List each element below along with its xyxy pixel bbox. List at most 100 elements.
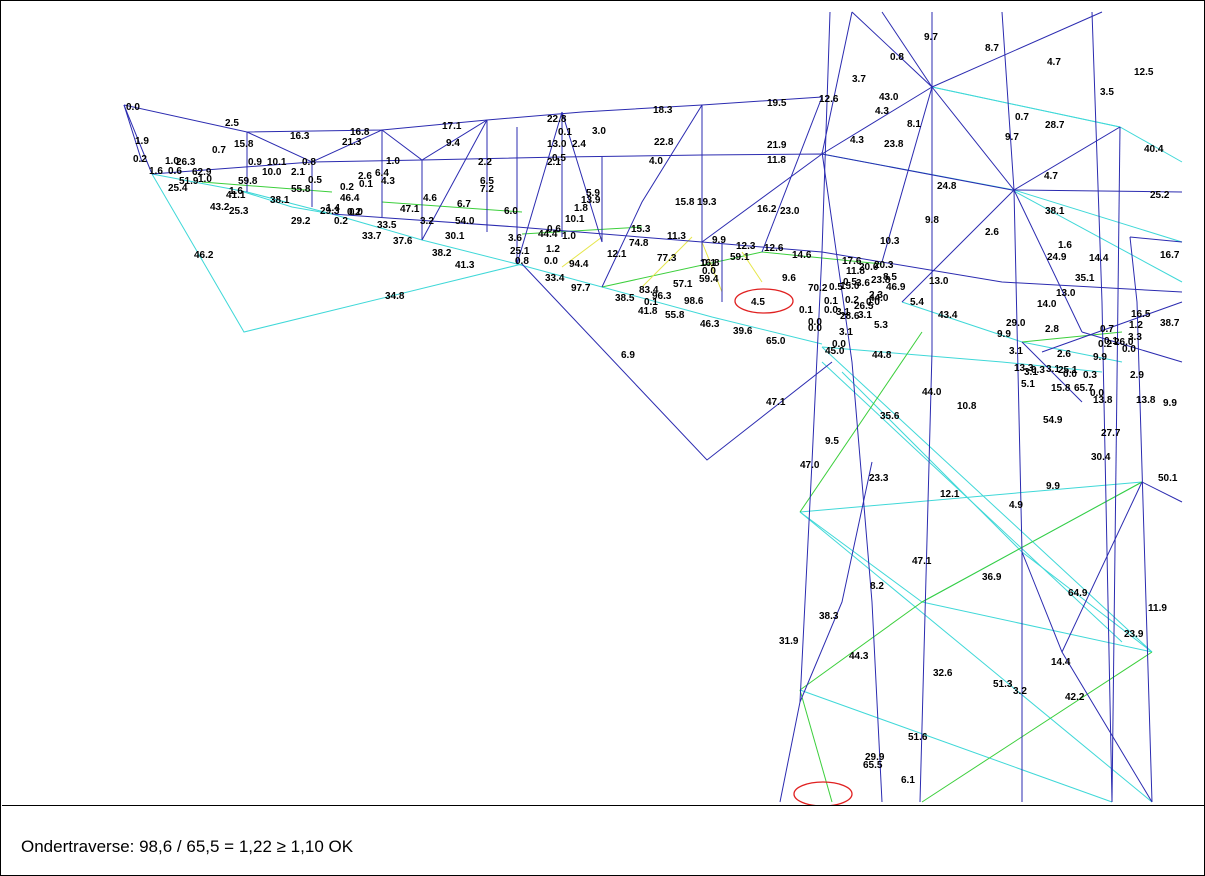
member-label: 44.8 bbox=[872, 350, 892, 361]
member-label: 16.8 bbox=[350, 127, 370, 138]
member-label: 16.7 bbox=[1160, 250, 1180, 261]
member-label: 4.5 bbox=[751, 297, 765, 308]
member-label: 0.8 bbox=[515, 256, 529, 267]
member-label: 3.7 bbox=[852, 74, 866, 85]
member-label: 38.1 bbox=[1045, 206, 1065, 217]
member-label: 23.3 bbox=[869, 473, 889, 484]
member-label: 4.0 bbox=[649, 156, 663, 167]
member-label: 0.2 bbox=[845, 295, 859, 306]
member-label: 44.4 bbox=[538, 229, 558, 240]
caption-divider bbox=[2, 805, 1205, 806]
member-label: 46.9 bbox=[886, 282, 906, 293]
member-label: 16.5 bbox=[1131, 309, 1151, 320]
member-label: 5.3 bbox=[874, 320, 888, 331]
member-label: 9.9 bbox=[997, 329, 1011, 340]
member-label: 11.3 bbox=[667, 231, 686, 242]
member-label: 26.0 bbox=[1114, 337, 1134, 348]
member-label: 59.4 bbox=[699, 274, 719, 285]
member-label: 59.1 bbox=[730, 252, 750, 263]
member-label: 15.8 bbox=[675, 197, 695, 208]
member-label: 24.8 bbox=[937, 181, 957, 192]
member-label: 13.8 bbox=[1136, 395, 1156, 406]
member-label: 43.2 bbox=[210, 202, 230, 213]
member-label: 19.3 bbox=[697, 197, 717, 208]
member-label: 1.4 bbox=[326, 203, 340, 214]
member-label: 51.9 bbox=[179, 176, 199, 187]
member-label: 12.5 bbox=[1134, 67, 1154, 78]
tower-structure-diagram: 0.01.92.516.316.821.317.19.422.80.113.02… bbox=[123, 11, 1183, 805]
member-label: 0.8 bbox=[302, 157, 316, 168]
member-label: 55.8 bbox=[665, 310, 685, 321]
member-label: 33.4 bbox=[545, 273, 565, 284]
member-label: 6.9 bbox=[621, 350, 635, 361]
member-label: 3.2 bbox=[420, 216, 434, 227]
member-label: 0.0 bbox=[1090, 388, 1104, 399]
member-label: 29.3 bbox=[320, 206, 340, 217]
member-label: 41.1 bbox=[226, 190, 246, 201]
member-label: 38.3 bbox=[819, 611, 839, 622]
caption-text: Ondertraverse: 98,6 / 65,5 = 1,22 ≥ 1,10… bbox=[21, 837, 354, 856]
member-label: 39.6 bbox=[733, 326, 753, 337]
member-label: 1.6 bbox=[229, 186, 243, 197]
member-label: 12.6 bbox=[764, 243, 784, 254]
member-label: 7.2 bbox=[480, 184, 494, 195]
member-label: 38.2 bbox=[432, 248, 452, 259]
member-label: 4.7 bbox=[1047, 57, 1061, 68]
member-label: 3.3 bbox=[1128, 332, 1142, 343]
member-label: 0.6 bbox=[168, 166, 182, 177]
member-label: 13.8 bbox=[1093, 395, 1113, 406]
member-label: 64.9 bbox=[1068, 588, 1088, 599]
member-label: 0.0 bbox=[824, 305, 838, 316]
member-label: 0.6 bbox=[547, 224, 561, 235]
member-label: 23.0 bbox=[780, 206, 800, 217]
member-label: 4.9 bbox=[1009, 500, 1023, 511]
member-label: 5.4 bbox=[910, 297, 924, 308]
member-label: 30.4 bbox=[1091, 452, 1111, 463]
member-label: 14.0 bbox=[1037, 299, 1057, 310]
member-label: 25.2 bbox=[1150, 190, 1170, 201]
member-label: 35.1 bbox=[1075, 273, 1095, 284]
member-label: 21.3 bbox=[342, 137, 362, 148]
member-label: 0.1 bbox=[644, 297, 658, 308]
member-label: 28.7 bbox=[1045, 120, 1065, 131]
member-label: 46.2 bbox=[194, 250, 214, 261]
member-label: 38.5 bbox=[615, 293, 635, 304]
member-label: 41.8 bbox=[638, 306, 658, 317]
member-label: 12.6 bbox=[819, 94, 839, 105]
member-label: 27.7 bbox=[1101, 428, 1121, 439]
highlight-ring-65-5 bbox=[793, 781, 853, 805]
member-label: 10.8 bbox=[957, 401, 977, 412]
member-label: 6.0 bbox=[504, 206, 518, 217]
member-label: 94.4 bbox=[569, 259, 589, 270]
member-label: 47.1 bbox=[912, 556, 932, 567]
member-label: 9.9 bbox=[1163, 398, 1177, 409]
member-label: 70.2 bbox=[808, 283, 828, 294]
member-label: 62.9 bbox=[192, 167, 212, 178]
member-label: 23.8 bbox=[884, 139, 904, 150]
member-label: 50.1 bbox=[1158, 473, 1178, 484]
member-label: 0.1 bbox=[1104, 336, 1118, 347]
member-label: 2.5 bbox=[225, 118, 239, 129]
member-label: 43.0 bbox=[879, 92, 899, 103]
member-label: 8.2 bbox=[870, 581, 884, 592]
member-label: 74.8 bbox=[629, 238, 649, 249]
members-mid-utilization bbox=[201, 181, 1153, 803]
member-label: 0.7 bbox=[212, 145, 226, 156]
members-high-utilization bbox=[561, 236, 763, 293]
member-label: 0.2 bbox=[334, 216, 348, 227]
highlight-ring-98-6 bbox=[734, 288, 794, 314]
member-label: 1.6 bbox=[149, 166, 163, 177]
member-label: 31.9 bbox=[779, 636, 799, 647]
member-label: 45.0 bbox=[825, 346, 845, 357]
member-label: 11.9 bbox=[1148, 603, 1167, 614]
member-label: 33.5 bbox=[377, 220, 397, 231]
member-label: 0.1 bbox=[558, 127, 572, 138]
member-label: 16.2 bbox=[757, 204, 777, 215]
member-label: 8.7 bbox=[985, 43, 999, 54]
member-label: 12.3 bbox=[736, 241, 756, 252]
member-label: 1.9 bbox=[135, 136, 149, 147]
member-label: 25.4 bbox=[168, 183, 188, 194]
member-label: 96.3 bbox=[652, 291, 672, 302]
member-label: 3.1 bbox=[858, 310, 872, 321]
